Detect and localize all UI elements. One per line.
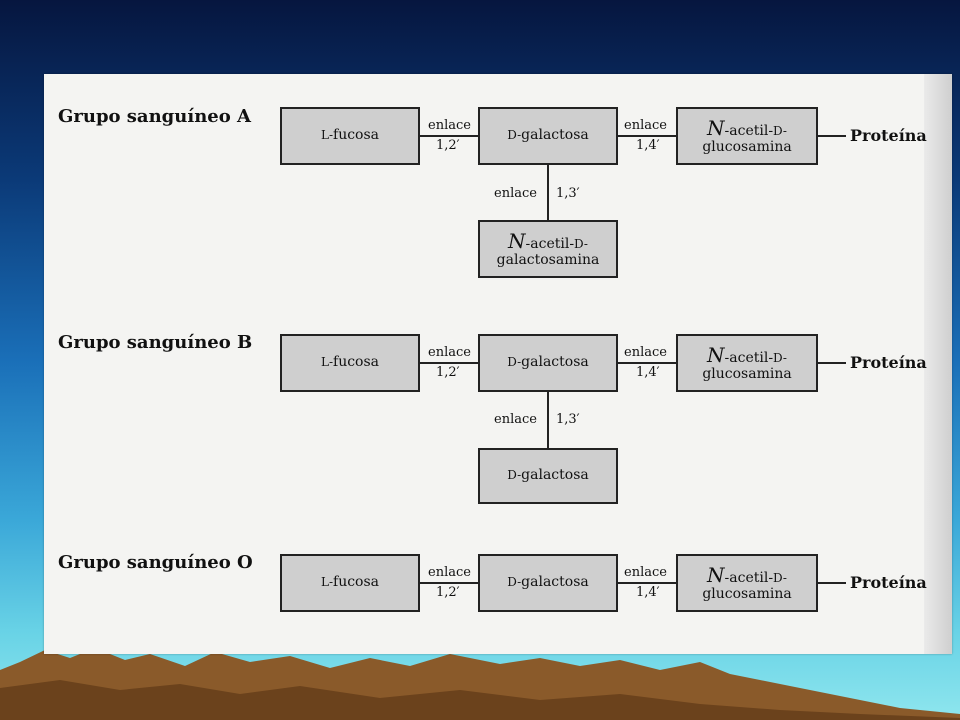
group-a-link2-line (618, 135, 676, 137)
group-o-nacetil-n: N (707, 563, 725, 588)
group-b-link1-line (420, 362, 478, 364)
group-o-link2-line (618, 582, 676, 584)
group-a-nacetil-line2: glucosamina (702, 138, 792, 155)
group-a-branch-n: N (508, 229, 526, 254)
group-b-branch-galactosa-box: D-galactosa (478, 448, 618, 504)
group-b-protein-line (818, 362, 846, 364)
mountain-silhouette (0, 648, 960, 720)
group-o-protein-line (818, 582, 846, 584)
group-a-nacetil-box: N-acetil-D-glucosamina (676, 107, 818, 165)
group-a-galactosa-box: D-galactosa (478, 107, 618, 165)
group-a-link1-line (420, 135, 478, 137)
group-o-fucosa-prefix: L- (320, 575, 334, 590)
group-a-nacetil-line1: -acetil- (724, 123, 774, 140)
group-o-galactosa-prefix: D- (507, 575, 522, 590)
group-b-protein: Proteína (850, 353, 927, 372)
group-a-fucosa-label: fucosa (333, 127, 380, 144)
group-o-link1-top: enlace (428, 565, 471, 580)
group-b-branch-prefix: D- (507, 468, 522, 483)
group-o-galactosa-box: D-galactosa (478, 554, 618, 612)
group-a-link2-bottom: 1,4′ (636, 138, 660, 153)
group-o-title: Grupo sanguíneo O (58, 552, 253, 573)
page-edge (924, 74, 952, 654)
group-a-branch-line (547, 165, 549, 220)
group-b-nacetil-n: N (707, 343, 725, 368)
group-b-nacetil-line2: glucosamina (702, 365, 792, 382)
group-b-galactosa-label: galactosa (521, 354, 589, 371)
group-o-nacetil-box: N-acetil-D-glucosamina (676, 554, 818, 612)
group-o-galactosa-label: galactosa (521, 574, 589, 591)
group-o-link1-bottom: 1,2′ (436, 585, 460, 600)
group-b-link2-top: enlace (624, 345, 667, 360)
group-b-fucosa-box: L-fucosa (280, 334, 420, 392)
group-a-fucosa-prefix: L- (320, 128, 334, 143)
group-o-link1-line (420, 582, 478, 584)
group-o-nacetil-line1: -acetil- (724, 570, 774, 587)
group-b-link2-line (618, 362, 676, 364)
group-a-branch-line1: -acetil- (525, 236, 575, 253)
group-b-branch-galactosa-label: galactosa (521, 467, 589, 484)
group-a-link3-right: 1,3′ (556, 186, 580, 201)
group-b-nacetil-box: N-acetil-D-glucosamina (676, 334, 818, 392)
group-b-link1-bottom: 1,2′ (436, 365, 460, 380)
figure-page: Grupo sanguíneo A L-fucosa enlace 1,2′ D… (44, 74, 952, 654)
group-a-link3-left: enlace (494, 186, 537, 201)
group-b-nacetil-d: D- (773, 351, 787, 366)
group-o-link2-bottom: 1,4′ (636, 585, 660, 600)
group-b-fucosa-prefix: L- (320, 355, 334, 370)
group-b-branch-line (547, 392, 549, 448)
group-a-nacetil-n: N (707, 116, 725, 141)
group-a-link1-bottom: 1,2′ (436, 138, 460, 153)
group-a-galactosa-prefix: D- (507, 128, 522, 143)
group-b-link3-left: enlace (494, 412, 537, 427)
group-o-fucosa-label: fucosa (333, 574, 380, 591)
group-b-link1-top: enlace (428, 345, 471, 360)
group-a-galactosa-label: galactosa (521, 127, 589, 144)
group-a-protein: Proteína (850, 126, 927, 145)
group-a-nacetil-d: D- (773, 124, 787, 139)
group-o-fucosa-box: L-fucosa (280, 554, 420, 612)
group-a-branch-d: D- (574, 237, 588, 252)
group-b-fucosa-label: fucosa (333, 354, 380, 371)
group-a-link1-top: enlace (428, 118, 471, 133)
group-a-galactosamina-box: N-acetil-D-galactosamina (478, 220, 618, 278)
group-b-link2-bottom: 1,4′ (636, 365, 660, 380)
group-a-branch-line2: galactosamina (496, 251, 600, 268)
group-b-galactosa-prefix: D- (507, 355, 522, 370)
group-a-fucosa-box: L-fucosa (280, 107, 420, 165)
group-b-link3-right: 1,3′ (556, 412, 580, 427)
group-b-galactosa-box: D-galactosa (478, 334, 618, 392)
group-a-title: Grupo sanguíneo A (58, 106, 251, 127)
group-o-nacetil-line2: glucosamina (702, 585, 792, 602)
group-b-nacetil-line1: -acetil- (724, 350, 774, 367)
group-b-title: Grupo sanguíneo B (58, 332, 253, 353)
group-a-protein-line (818, 135, 846, 137)
group-o-link2-top: enlace (624, 565, 667, 580)
group-o-nacetil-d: D- (773, 571, 787, 586)
group-a-link2-top: enlace (624, 118, 667, 133)
group-o-protein: Proteína (850, 573, 927, 592)
